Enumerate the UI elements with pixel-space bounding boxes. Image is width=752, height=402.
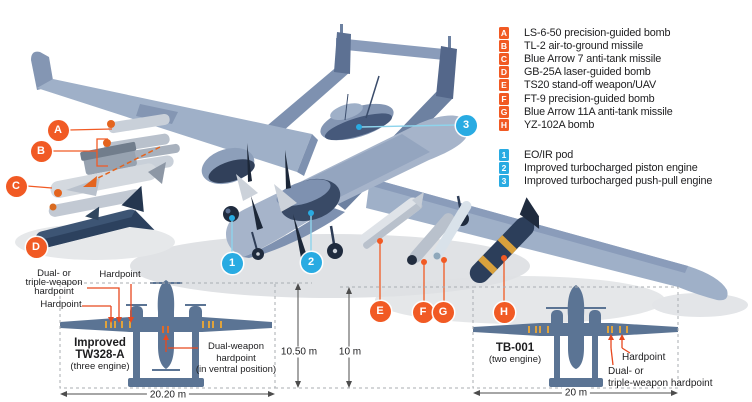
tw328-ventral-line3: (in ventral position) [195, 364, 277, 375]
tw328-variant: (three engine) [70, 361, 130, 372]
legend-key-e: E [499, 79, 509, 92]
legend-key-1: 1 [499, 148, 509, 161]
tw328-wingspan-dim: 20.20 m [146, 389, 190, 401]
legend-key-b: B [499, 39, 509, 52]
callout-marker-d: D [25, 236, 47, 258]
legend-label-1: EO/IR pod [524, 148, 574, 161]
callout-lines [26, 124, 507, 302]
legend-key-d: D [499, 66, 509, 79]
legend-label-b: TL-2 air-to-ground missile [524, 39, 644, 52]
legend-label-a: LS-6-50 precision-guided bomb [524, 26, 671, 39]
legend-label-h: YZ-102A bomb [524, 118, 595, 131]
legend-row-3: 3 Improved turbocharged push-pull engine [499, 174, 712, 187]
tb001-dual-triple-label: Dual- or triple-weapon hardpoint [608, 366, 713, 390]
tw328-ventral-label: Dual-weapon hardpoint (in ventral positi… [194, 341, 278, 376]
tb001-hardpoint-ticks [528, 326, 628, 333]
callout-marker-1: 1 [221, 252, 243, 274]
legend-label-2: Improved turbocharged piston engine [524, 161, 698, 174]
dimension-lines [59, 282, 679, 397]
weapon-d-bomb [35, 185, 155, 249]
legend-row-f: F FT-9 precision-guided bomb [499, 92, 673, 105]
legend-row-1: 1 EO/IR pod [499, 148, 712, 161]
right-wing-weapons [359, 192, 540, 284]
tw328-hardpoint-ticks [105, 321, 222, 333]
tw328-ventral-line1: Dual-weapon [208, 341, 264, 352]
tw328-name: Improved TW328-A (three engine) [56, 337, 144, 372]
legend-row-d: D GB-25A laser-guided bomb [499, 66, 673, 79]
legend-key-a: A [499, 26, 509, 39]
legend-key-g: G [499, 105, 509, 118]
callout-marker-a: A [47, 119, 69, 141]
legend-row-b: B TL-2 air-to-ground missile [499, 39, 673, 52]
tw328-ventral-line2: hardpoint [216, 352, 256, 364]
legend-label-g: Blue Arrow 11A anti-tank missile [524, 105, 673, 118]
tb001-dual-triple-line1: Dual- or [608, 366, 644, 377]
legend-row-a: A LS-6-50 precision-guided bomb [499, 26, 673, 39]
tw328-dual-triple-line1: Dual- or [37, 268, 71, 279]
tw328-dual-triple-label: Dual- or triple-weapon hardpoint [18, 269, 90, 297]
h-tail [334, 24, 457, 99]
right-engine-nacelle [274, 150, 341, 258]
callout-marker-g: G [432, 301, 454, 323]
weapon-h-bomb [469, 197, 540, 284]
tw328-dual-triple-line2: triple-weapon [25, 277, 83, 289]
legend-label-e: TS20 stand-off weapon/UAV [524, 79, 657, 92]
legend-row-e: E TS20 stand-off weapon/UAV [499, 79, 673, 92]
legend-label-d: GB-25A laser-guided bomb [524, 66, 651, 79]
legend-label-3: Improved turbocharged push-pull engine [524, 174, 713, 187]
tb001-name-line: TB-001 [495, 342, 535, 354]
tb001-hardpoint-label: Hardpoint [622, 352, 666, 363]
tb001-length-dim: 10 m [335, 346, 365, 358]
tw328-length-dim: 10.50 m [277, 346, 321, 358]
uav-main-render [31, 24, 728, 301]
legend-key-h: H [499, 118, 509, 131]
legend-row-c: C Blue Arrow 7 anti-tank missile [499, 52, 673, 65]
legend-key-3: 3 [499, 174, 509, 187]
legend-key-2: 2 [499, 161, 509, 174]
tb001-dual-triple-line2: triple-weapon hardpoint [608, 378, 713, 389]
callout-marker-3: 3 [455, 114, 477, 136]
tw328-hardpoint-arrows [82, 284, 198, 352]
tw328-hardpoint-top-label: Hardpoint [99, 269, 141, 280]
tb001-variant: (two engine) [488, 354, 542, 365]
tw328-dual-triple-line3: hardpoint [34, 286, 74, 298]
callout-marker-f: F [412, 301, 434, 323]
left-engine-nacelle [201, 143, 263, 230]
legend-row-h: H YZ-102A bomb [499, 118, 673, 131]
legend-key-c: C [499, 52, 509, 65]
callout-marker-c: C [5, 175, 27, 197]
tb001-hardpoint-arrows [608, 334, 631, 366]
tw328-name-line1: Improved [74, 337, 126, 349]
callout-marker-2: 2 [300, 251, 322, 273]
legend-key-f: F [499, 92, 509, 105]
legend-label-c: Blue Arrow 7 anti-tank missile [524, 52, 662, 65]
callout-marker-b: B [30, 140, 52, 162]
tw328-silhouette [60, 280, 272, 387]
callout-marker-e: E [369, 300, 391, 322]
legend-row-2: 2 Improved turbocharged piston engine [499, 161, 712, 174]
legend-features: 1 EO/IR pod 2 Improved turbocharged piston… [499, 148, 712, 188]
left-wing [31, 51, 318, 176]
tw328-hardpoint-left-label: Hardpoint [40, 299, 82, 310]
tb001-name: TB-001 (two engine) [474, 342, 556, 365]
tb001-wingspan-dim: 20 m [561, 387, 591, 399]
legend-weapons: A LS-6-50 precision-guided bomb B TL-2 air… [499, 26, 673, 132]
tw328-name-line2: TW328-A [75, 349, 125, 361]
legend-label-f: FT-9 precision-guided bomb [524, 92, 655, 105]
mount-direction-arrow [83, 146, 161, 187]
legend-row-g: G Blue Arrow 11A anti-tank missile [499, 105, 673, 118]
callout-marker-h: H [493, 301, 515, 323]
